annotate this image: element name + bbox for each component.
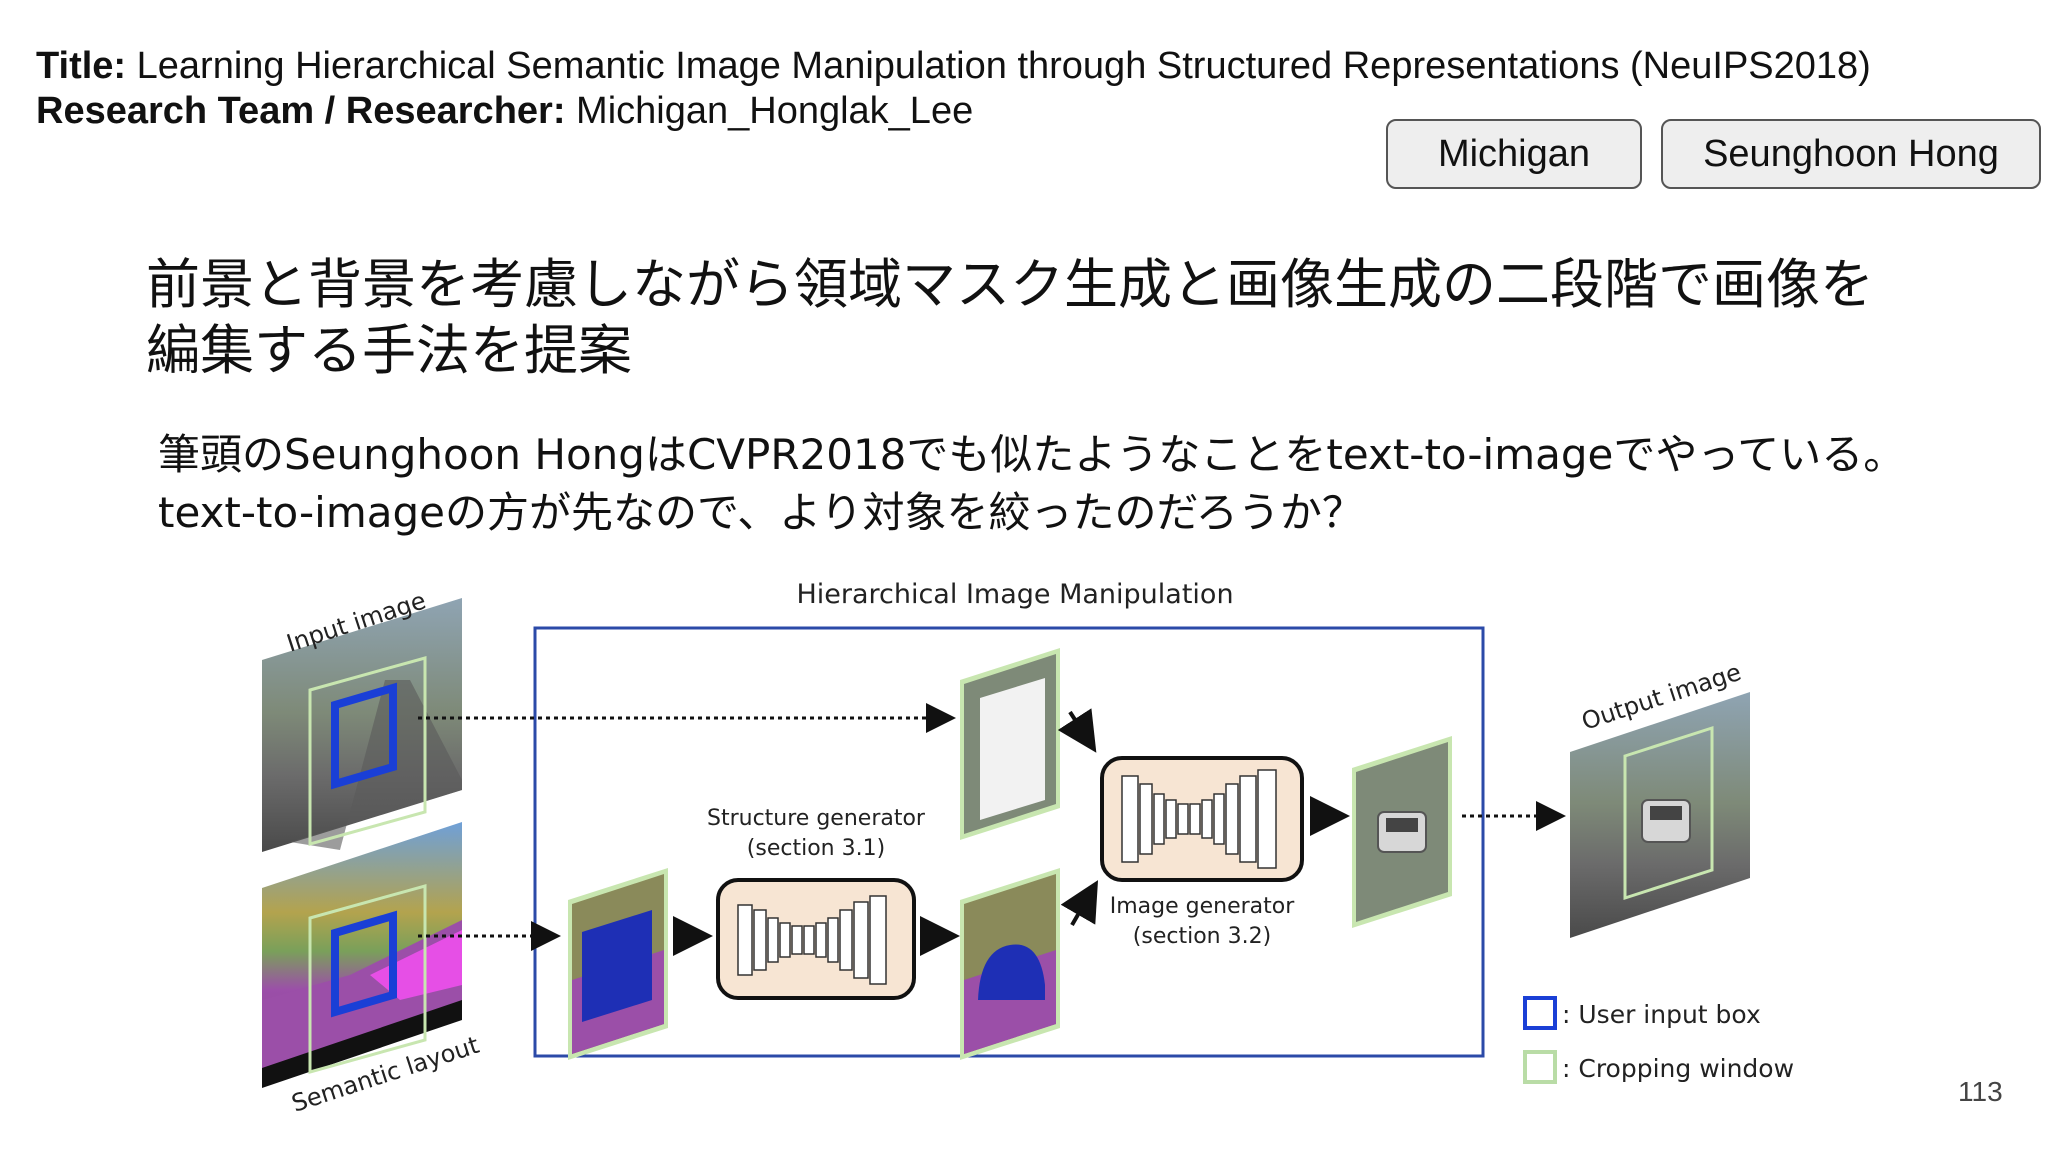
- legend-swatch-cropping-window: [1523, 1050, 1557, 1084]
- legend-label-user-input-box: : User input box: [1562, 1000, 1761, 1029]
- title-text: Learning Hierarchical Semantic Image Man…: [126, 45, 1871, 87]
- slide-title: Title: Learning Hierarchical Semantic Im…: [36, 44, 1871, 88]
- legend-swatch-user-input-box: [1523, 996, 1557, 1030]
- team-label: Research Team / Researcher:: [36, 90, 566, 132]
- tag-seunghoon-hong[interactable]: Seunghoon Hong: [1661, 119, 2041, 189]
- title-label: Title:: [36, 45, 127, 87]
- cropped-input-masked: [960, 648, 1060, 840]
- page-number: 113: [1958, 1076, 2003, 1107]
- pipeline-diagram: Hierarchical Image Manipulation Input im…: [262, 580, 1794, 1118]
- tag-michigan[interactable]: Michigan: [1386, 119, 1642, 189]
- frame-title: Hierarchical Image Manipulation: [796, 580, 1233, 610]
- output-image: [1570, 692, 1750, 938]
- structure-generator-label-1: Structure generator: [707, 806, 926, 831]
- structure-generator: [716, 878, 916, 1000]
- legend-label-cropping-window: : Cropping window: [1562, 1054, 1794, 1083]
- team-text: Michigan_Honglak_Lee: [565, 90, 974, 132]
- image-generator: [1100, 756, 1304, 882]
- comment: 筆頭のSeunghoon HongはCVPR2018でも似たようなことをtext…: [158, 430, 1906, 537]
- cropped-layout-mask: [568, 868, 668, 1060]
- semantic-layout: [262, 822, 462, 1088]
- generated-crop: [1352, 736, 1452, 928]
- headline: 前景と背景を考慮しながら領域マスク生成と画像生成の二段階で画像を編集する手法を提…: [146, 253, 1874, 382]
- research-team: Research Team / Researcher: Michigan_Hon…: [36, 89, 973, 133]
- structure-generator-label-2: (section 3.1): [747, 836, 885, 861]
- image-generator-label-2: (section 3.2): [1133, 924, 1271, 949]
- generated-structure: [960, 868, 1060, 1060]
- legend: : User input box : Cropping window: [1523, 996, 1794, 1084]
- hierarchical-frame: [533, 626, 1485, 1058]
- image-generator-label-1: Image generator: [1110, 894, 1295, 919]
- input-image: [262, 598, 462, 852]
